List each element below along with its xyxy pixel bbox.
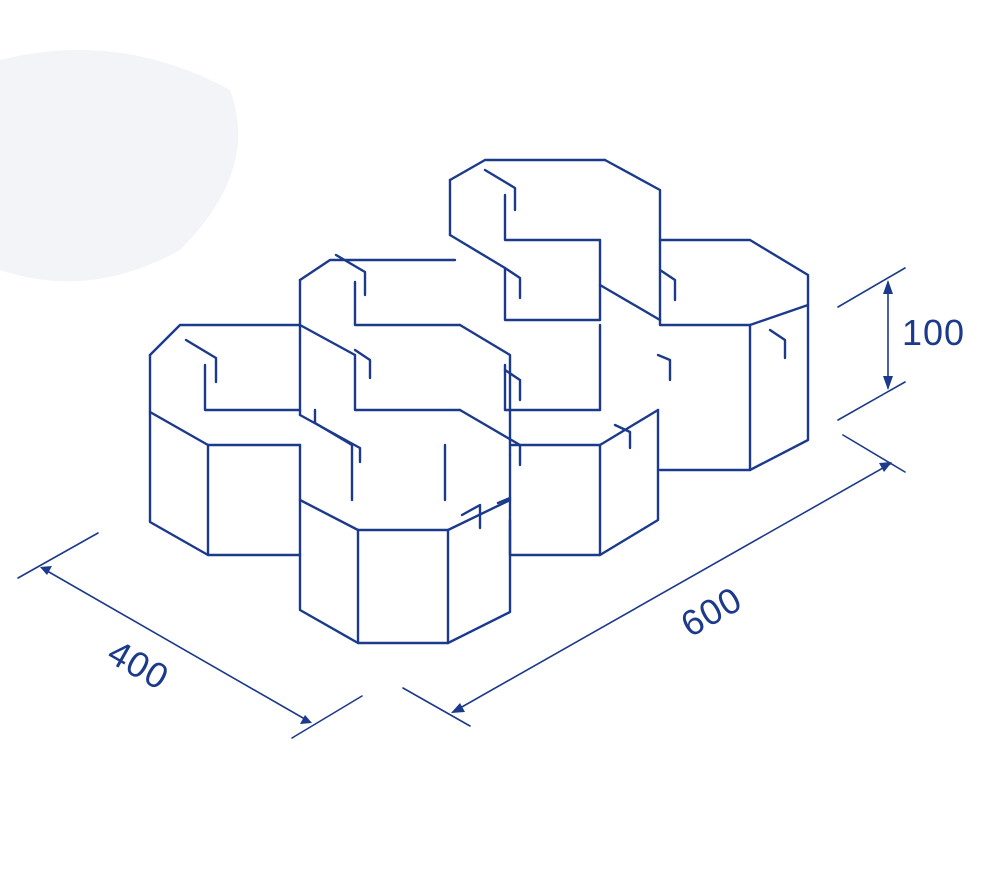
arrowhead-top (883, 280, 893, 294)
arrowhead-bottom (883, 376, 893, 390)
dimension-width: 400 (17, 532, 363, 739)
paver-cell-b (298, 253, 462, 464)
paver-cell-d (298, 408, 512, 645)
height-label: 100 (902, 312, 965, 353)
paver-block (148, 158, 810, 645)
paver-cell-c (458, 323, 660, 557)
length-label: 600 (674, 578, 749, 645)
dimension-height: 100 (837, 267, 965, 421)
arrowhead-left (451, 703, 465, 713)
width-label: 400 (101, 631, 176, 698)
arrowhead-left (40, 566, 52, 575)
arrowhead-right (300, 715, 312, 724)
paver-cell-e (448, 158, 810, 472)
arrowhead-right (879, 462, 892, 472)
paver-cell-a (148, 323, 302, 557)
watermark (0, 50, 239, 282)
dimension-length: 600 (402, 434, 906, 727)
